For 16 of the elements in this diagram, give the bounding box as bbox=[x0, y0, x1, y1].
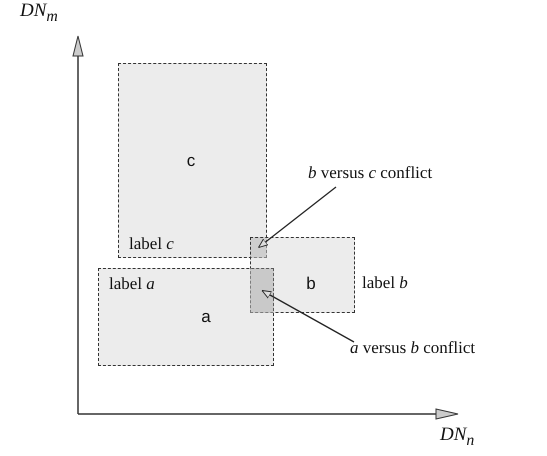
region-label: label b bbox=[362, 273, 408, 293]
axis-label: DN$_{n}$ bbox=[440, 424, 474, 450]
region-label: label a bbox=[109, 274, 155, 294]
annotation-text: b versus c conflict bbox=[308, 163, 432, 183]
annotation-text: a versus b conflict bbox=[350, 338, 476, 358]
leader-line bbox=[258, 186, 336, 248]
region-letter: b bbox=[306, 274, 316, 294]
leader-line bbox=[262, 290, 354, 343]
region-label: label c bbox=[129, 234, 174, 254]
region-letter: a bbox=[201, 307, 211, 327]
dashed-region bbox=[250, 237, 355, 313]
dashed-region bbox=[118, 63, 267, 258]
overlap-area bbox=[250, 268, 274, 313]
dashed-region bbox=[98, 268, 274, 366]
axis-label: DN$_{m}$ bbox=[20, 0, 58, 26]
region-letter: c bbox=[186, 151, 196, 171]
